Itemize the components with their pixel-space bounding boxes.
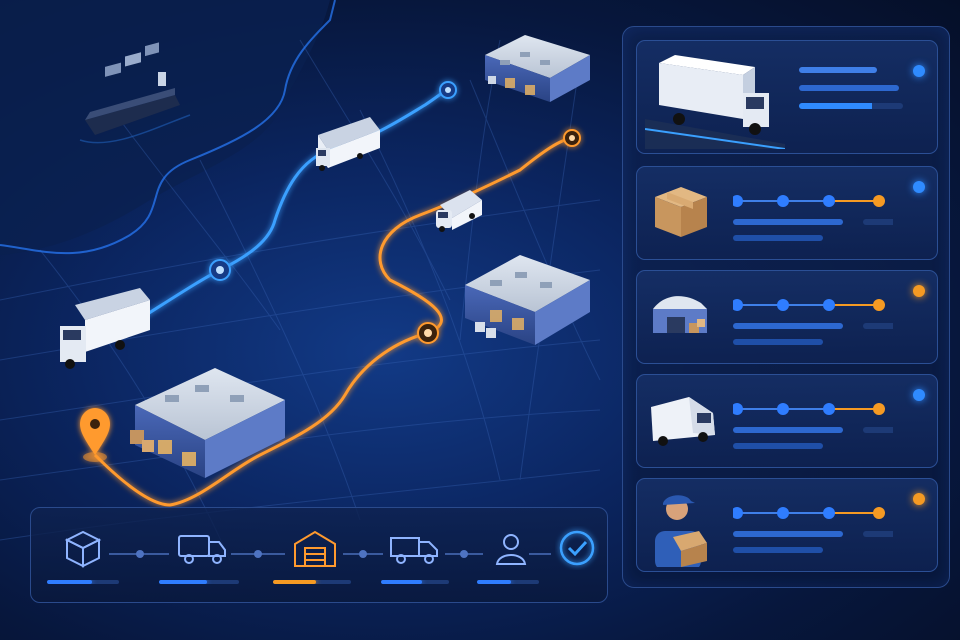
shipment-card-package[interactable] [636, 166, 938, 260]
connector [529, 553, 551, 555]
route-node[interactable] [439, 81, 457, 99]
status-step-dot [873, 507, 885, 519]
progress-bar [733, 427, 843, 433]
status-step-dot [777, 403, 789, 415]
progress-bar [733, 531, 843, 537]
status-step-dot [733, 403, 743, 415]
location-pin-icon[interactable] [80, 408, 110, 462]
progress-bar [863, 219, 893, 225]
progress-bar [863, 323, 893, 329]
status-step-dot [823, 403, 835, 415]
truck-icon[interactable] [177, 526, 237, 570]
status-indicator [913, 65, 925, 77]
status-step-dot [873, 299, 885, 311]
connector [231, 550, 285, 558]
blue-route [129, 88, 449, 327]
status-step-dot [777, 299, 789, 311]
step-progress-bar [477, 580, 539, 584]
status-track [733, 297, 893, 357]
step-progress-bar [381, 580, 449, 584]
progress-bar [733, 443, 823, 449]
progress-bar [863, 531, 893, 537]
status-track [733, 401, 893, 461]
delivery-person-icon [645, 487, 715, 567]
progress-bar [799, 67, 877, 73]
progress-bar [733, 323, 843, 329]
status-track-graphic [733, 299, 893, 345]
truck-icon[interactable] [60, 288, 150, 369]
shipment-card-warehouse[interactable] [636, 270, 938, 364]
status-step-dot [777, 507, 789, 519]
status-track-graphic [733, 403, 893, 449]
coastline [0, 0, 336, 255]
status-step-dot [733, 299, 743, 311]
status-step-dot [777, 195, 789, 207]
connector [445, 550, 483, 558]
progress-bar [733, 235, 823, 241]
status-indicator [913, 181, 925, 193]
progress-bar [799, 85, 899, 91]
status-step-dot [733, 507, 743, 519]
status-indicator [913, 389, 925, 401]
delivery-van-icon [645, 383, 721, 453]
status-track [733, 193, 893, 253]
warehouse-icon [645, 279, 715, 349]
progress-bar [863, 427, 893, 433]
warehouse-icon [485, 35, 590, 102]
route-node[interactable] [417, 322, 439, 344]
step-progress-bar [273, 580, 351, 584]
shipment-card-courier[interactable] [636, 478, 938, 572]
connector [109, 550, 169, 558]
delivery-pipeline [30, 507, 608, 603]
status-track-graphic [733, 195, 893, 241]
status-step-dot [823, 299, 835, 311]
recipient-icon[interactable] [489, 526, 549, 570]
truck-icon[interactable] [316, 117, 380, 171]
warehouse-icon [130, 368, 285, 478]
progress-bar [733, 219, 843, 225]
warehouse-icon[interactable] [291, 526, 351, 570]
progress-bar [799, 103, 903, 109]
check-circle-icon[interactable] [555, 526, 615, 570]
status-indicator [913, 493, 925, 505]
step-progress-bar [47, 580, 119, 584]
progress-bar [733, 339, 823, 345]
delivery-van-icon[interactable] [389, 526, 449, 570]
sea-area [0, 0, 330, 255]
status-step-dot [823, 507, 835, 519]
shipment-card-truck[interactable] [636, 40, 938, 154]
cargo-ship-icon [79, 42, 191, 144]
warehouse-icon [465, 255, 590, 345]
delivery-van-icon[interactable] [436, 190, 482, 232]
status-track-graphic [733, 507, 893, 553]
route-node[interactable] [209, 259, 231, 281]
connector [343, 550, 383, 558]
status-step-dot [873, 195, 885, 207]
route-node[interactable] [563, 129, 581, 147]
status-indicator [913, 285, 925, 297]
shipment-card-van[interactable] [636, 374, 938, 468]
status-step-dot [823, 195, 835, 207]
progress-bar [733, 547, 823, 553]
truck-icon [645, 49, 785, 149]
status-step-dot [733, 195, 743, 207]
package-icon[interactable] [61, 526, 121, 570]
status-step-dot [873, 403, 885, 415]
step-progress-bar [159, 580, 239, 584]
package-icon [645, 175, 715, 245]
status-track [733, 505, 893, 565]
